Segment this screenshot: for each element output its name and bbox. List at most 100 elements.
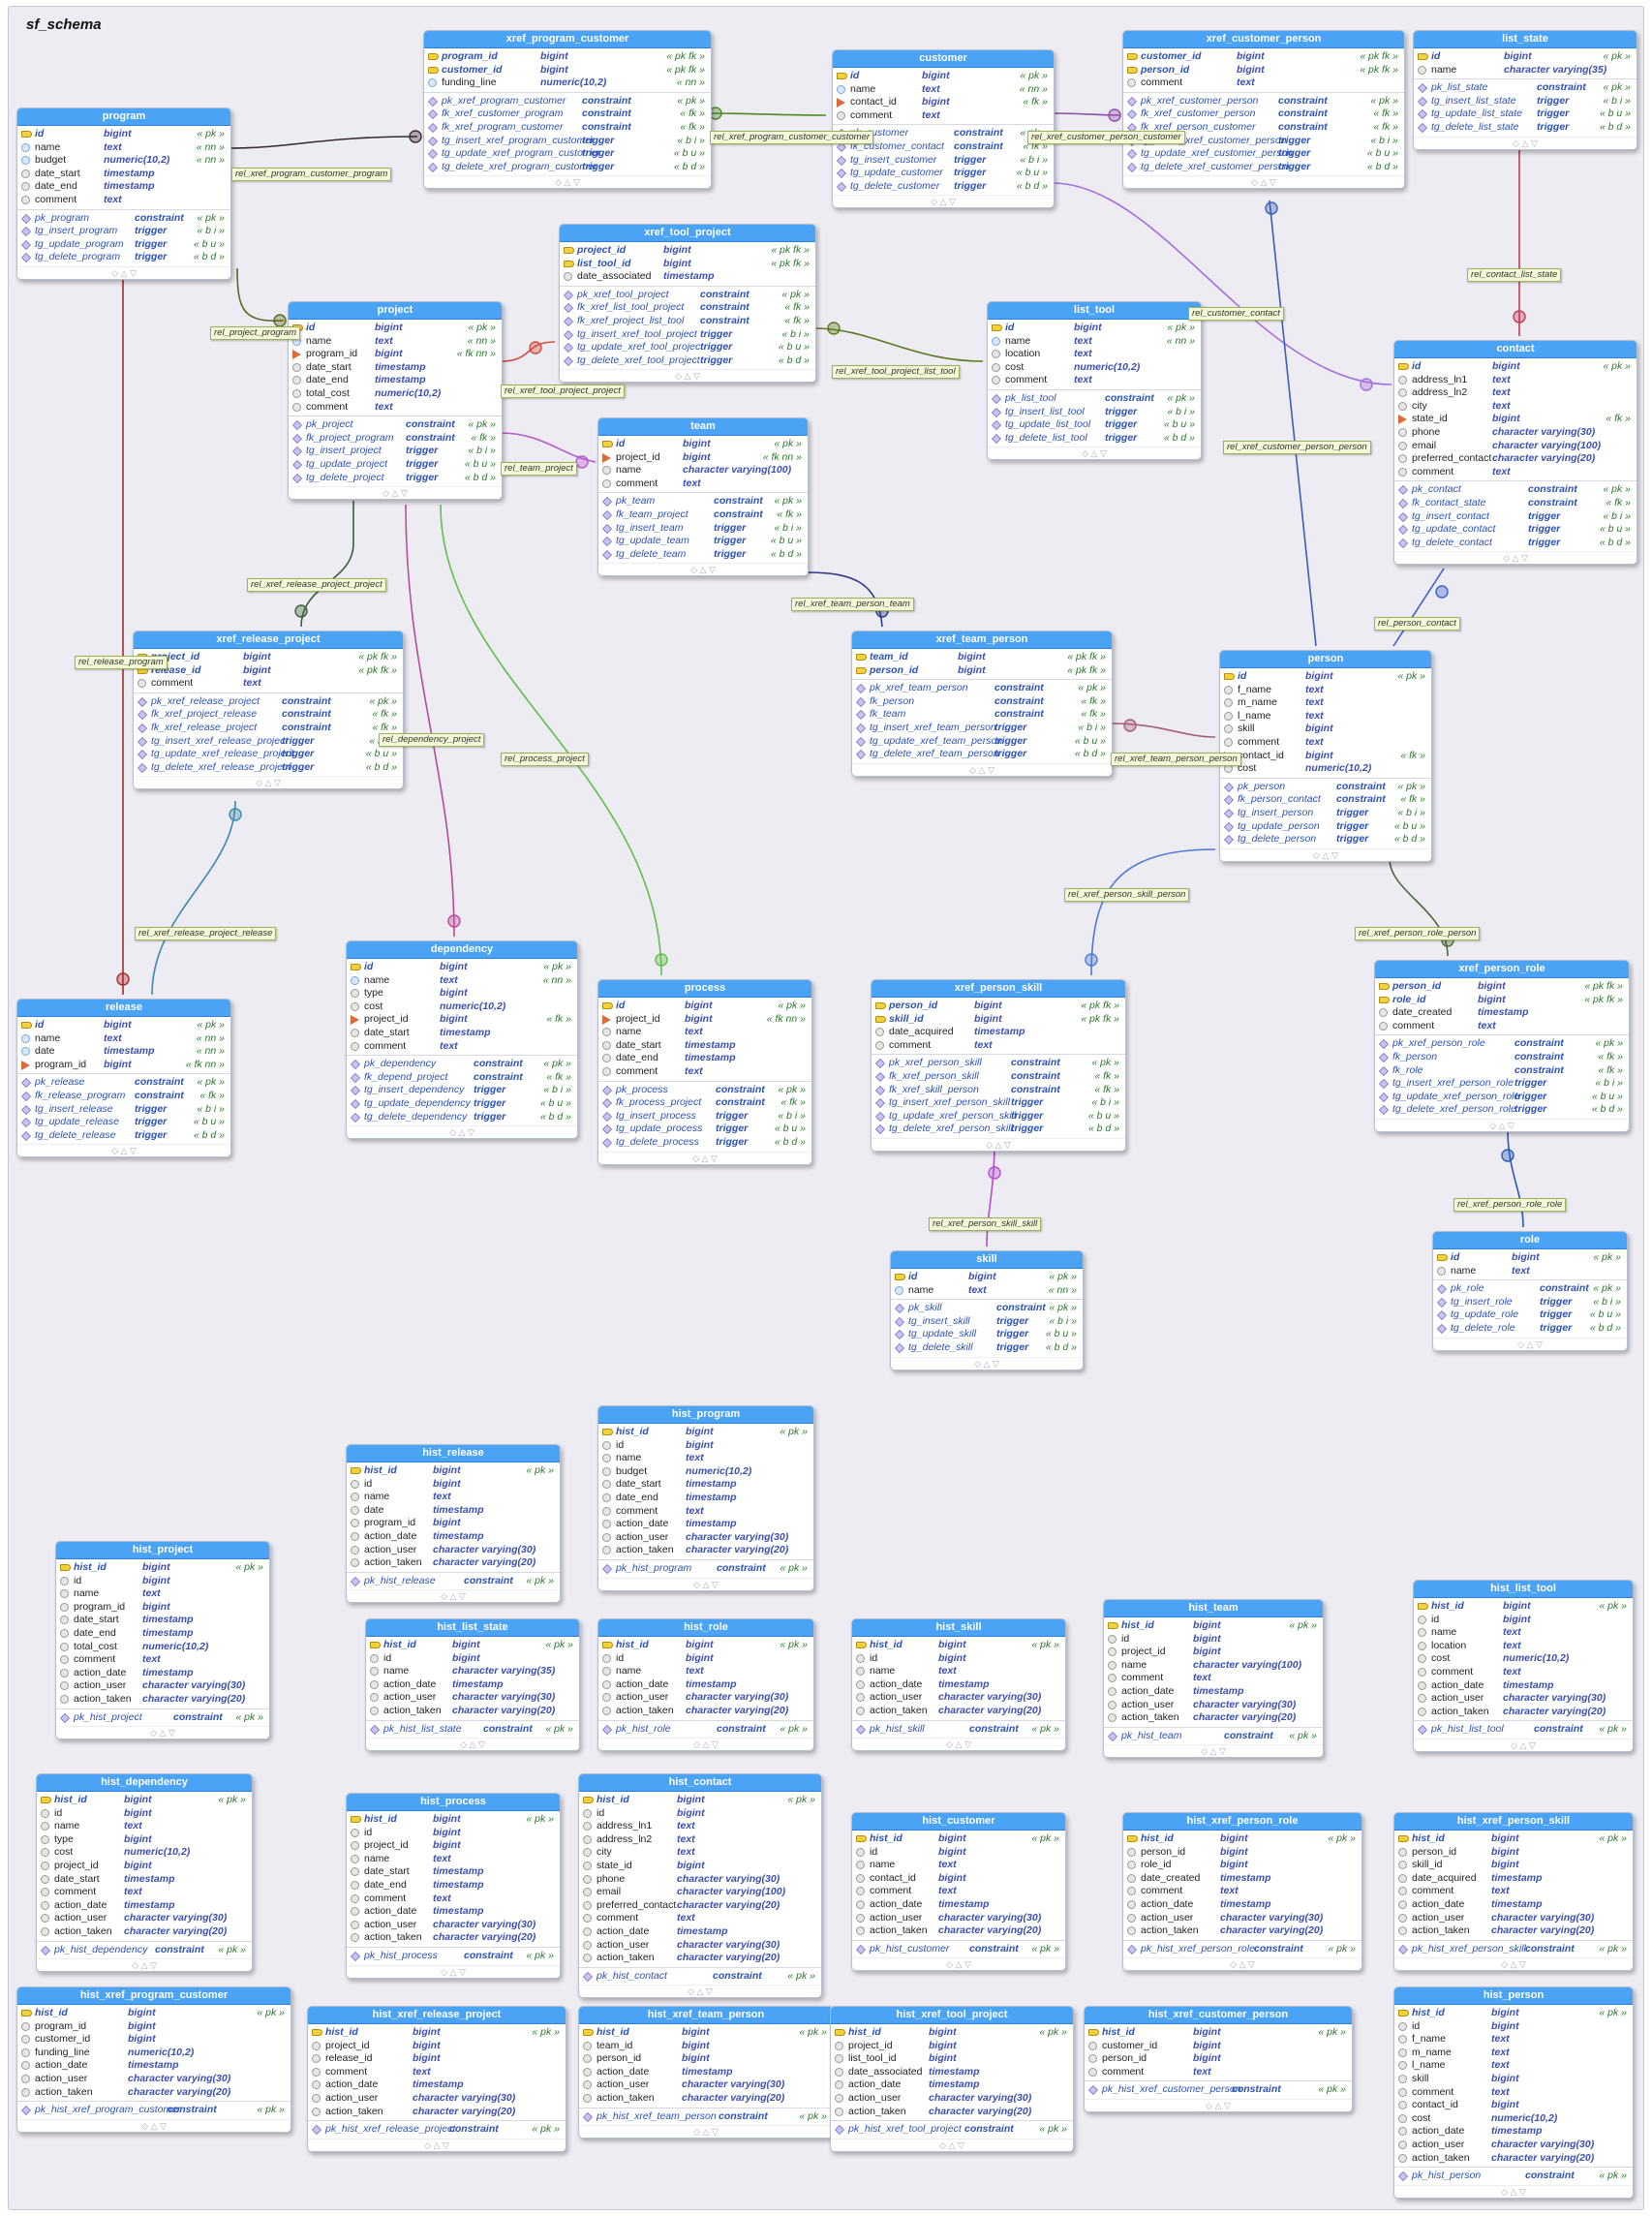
table-title[interactable]: release xyxy=(17,1000,230,1017)
table-title[interactable]: hist_xref_tool_project xyxy=(831,2007,1073,2024)
relationship-line[interactable] xyxy=(1389,858,1449,957)
table-footer-icons[interactable]: ◇ △ ▽ xyxy=(891,1356,1083,1370)
table-title[interactable]: hist_xref_program_customer xyxy=(17,1987,291,2005)
relationship-line[interactable] xyxy=(440,504,662,976)
table-footer-icons[interactable]: ◇ △ ▽ xyxy=(1414,1738,1633,1751)
relationship-line[interactable] xyxy=(1090,848,1216,976)
table-footer-icons[interactable]: ◇ △ ▽ xyxy=(1433,1337,1627,1350)
relationship-label[interactable]: rel_xref_tool_project_list_tool xyxy=(832,365,960,379)
table-title[interactable]: hist_contact xyxy=(579,1774,821,1792)
table-footer-icons[interactable]: ◇ △ ▽ xyxy=(598,1151,811,1164)
relationship-label[interactable]: rel_xref_release_project_release xyxy=(135,927,277,940)
relationship-line[interactable] xyxy=(1110,723,1216,738)
relationship-line[interactable] xyxy=(1052,182,1392,385)
table-title[interactable]: hist_customer xyxy=(852,1813,1065,1831)
relationship-label[interactable]: rel_project_program xyxy=(210,326,301,340)
table-title[interactable]: hist_person xyxy=(1394,1987,1633,2005)
relationship-label[interactable]: rel_xref_customer_person_customer xyxy=(1027,131,1185,144)
table-title[interactable]: hist_xref_team_person xyxy=(579,2007,833,2024)
table-title[interactable]: xref_release_project xyxy=(134,631,403,649)
relationship-label[interactable]: rel_dependency_project xyxy=(379,733,485,747)
table-footer-icons[interactable]: ◇ △ ▽ xyxy=(37,1958,252,1971)
table-title[interactable]: hist_program xyxy=(598,1406,813,1424)
